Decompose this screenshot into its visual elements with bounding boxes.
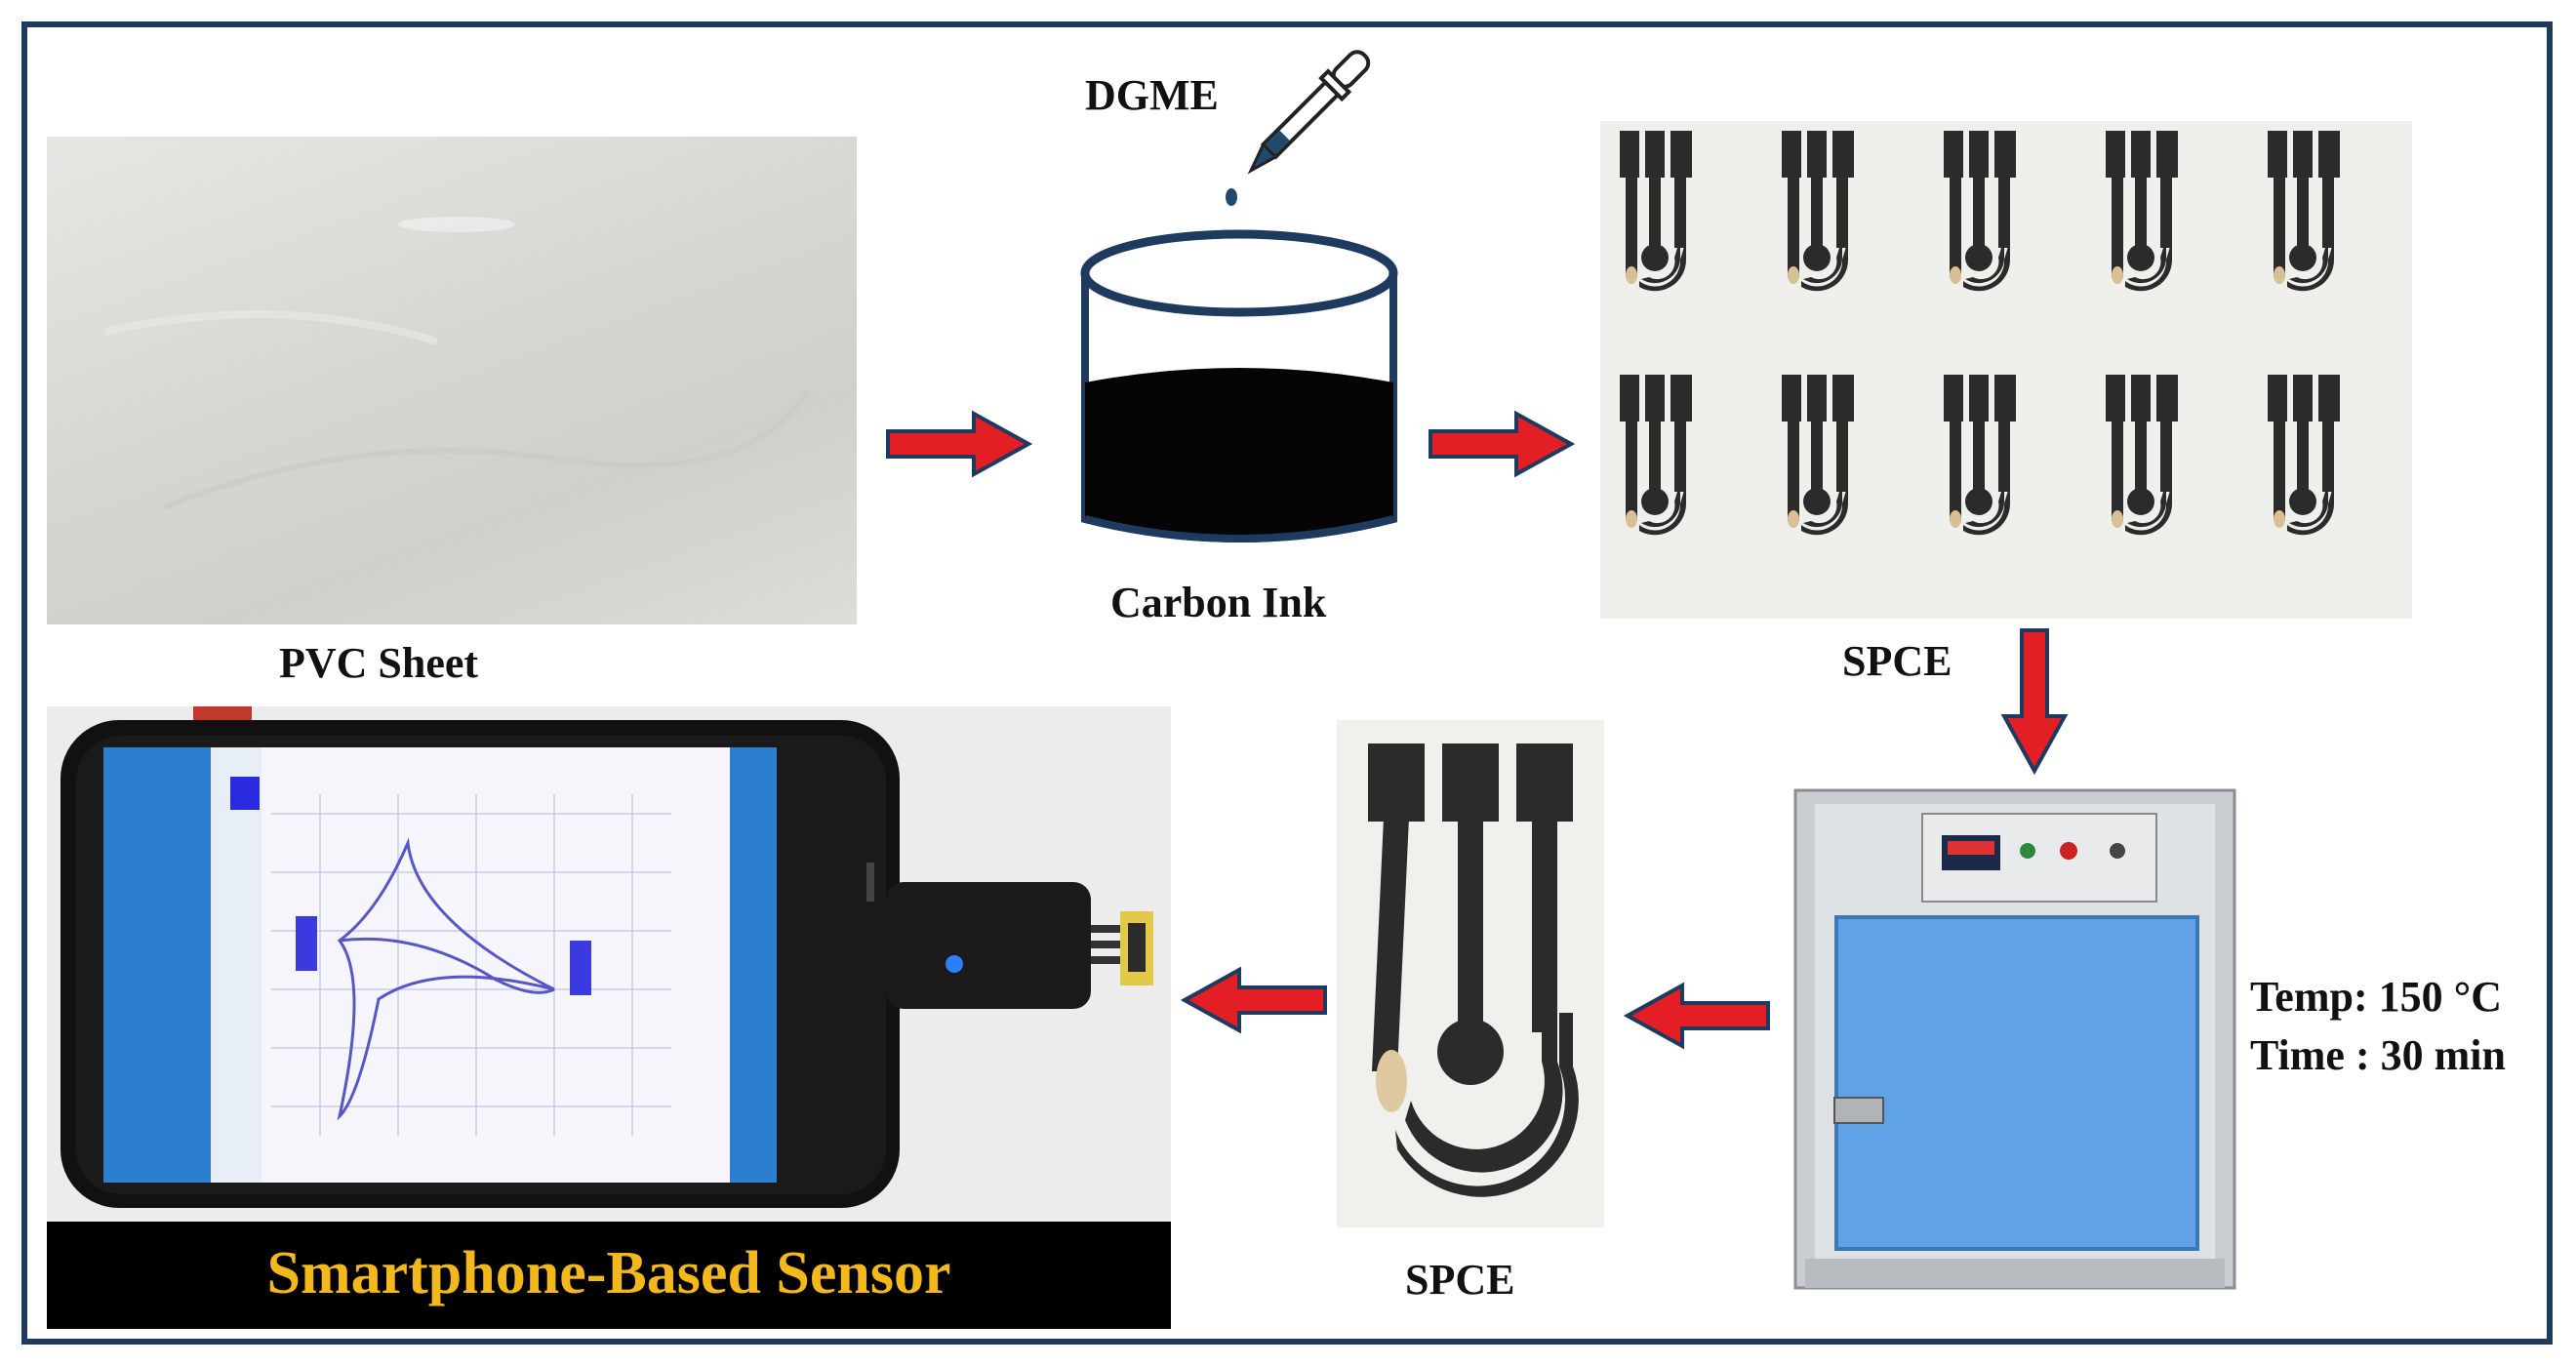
- spce-array-photo: [1600, 121, 2412, 619]
- carbon-ink-label: Carbon Ink: [1110, 579, 1327, 626]
- arrow-left-icon: [1181, 966, 1327, 1034]
- smartphone-photo: [47, 706, 1171, 1229]
- pvc-sheet-photo: [47, 137, 857, 624]
- arrow-down-icon: [2000, 628, 2069, 775]
- banner-title: Smartphone-Based Sensor: [266, 1240, 951, 1306]
- pvc-sheet-label: PVC Sheet: [279, 639, 479, 687]
- temp-label: Temp: 150 °C: [2250, 973, 2502, 1021]
- beaker-icon: [1080, 229, 1398, 542]
- smartphone-icon: [60, 706, 1153, 1208]
- dropper-icon: [1226, 50, 1371, 206]
- spce-label-top: SPCE: [1842, 637, 1952, 685]
- smartphone-sensor-banner: Smartphone-Based Sensor: [47, 1222, 1171, 1329]
- arrow-right-icon: [1429, 410, 1575, 478]
- spce-single-photo: [1337, 720, 1604, 1227]
- spce-label-bottom: SPCE: [1405, 1256, 1515, 1304]
- oven-icon: [1793, 788, 2236, 1290]
- time-label: Time : 30 min: [2250, 1031, 2506, 1079]
- dgme-label: DGME: [1085, 71, 1219, 119]
- arrow-left-icon: [1624, 982, 1770, 1050]
- arrow-right-icon: [886, 410, 1032, 478]
